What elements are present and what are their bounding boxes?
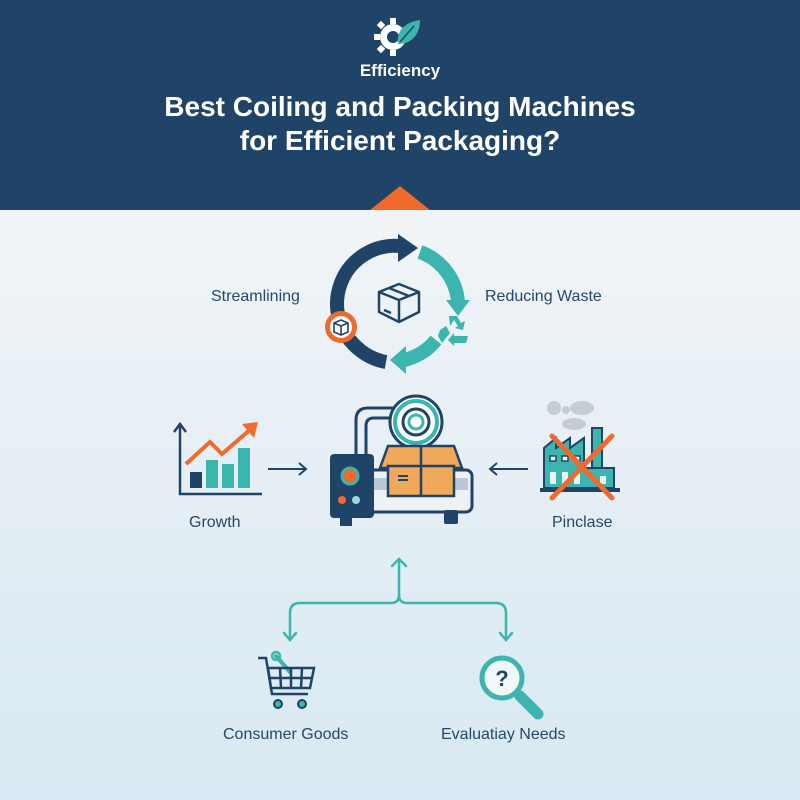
factory-crossed-icon bbox=[540, 401, 620, 501]
arrow-left-icon bbox=[488, 462, 528, 476]
orange-box-badge-icon bbox=[325, 311, 357, 343]
arrow-right-icon bbox=[268, 462, 308, 476]
title-line-1: Best Coiling and Packing Machines bbox=[164, 91, 636, 122]
shopping-cart-icon bbox=[258, 650, 316, 709]
category-tag: Efficiency bbox=[359, 61, 441, 80]
recycle-icon bbox=[438, 316, 468, 346]
pinclase-label: Pinclase bbox=[552, 514, 613, 531]
reducing-waste-label: Reducing Waste bbox=[485, 288, 602, 305]
consumer-goods-label: Consumer Goods bbox=[223, 726, 349, 743]
gear-leaf-icon bbox=[374, 18, 420, 56]
growth-label: Growth bbox=[189, 514, 241, 531]
title-line-2: for Efficient Packaging? bbox=[239, 125, 561, 156]
magnifier-question-icon: ? bbox=[479, 655, 544, 720]
svg-text:?: ? bbox=[495, 666, 508, 691]
page-title: Best Coiling and Packing Machines for Ef… bbox=[0, 90, 800, 158]
streamlining-label: Streamlining bbox=[211, 288, 300, 305]
branch-connector bbox=[282, 557, 514, 642]
box-icon bbox=[377, 282, 421, 324]
header-banner: Efficiency Best Coiling and Packing Mach… bbox=[0, 0, 800, 210]
pointer-triangle bbox=[370, 186, 430, 210]
evaluating-needs-label: Evaluatiay Needs bbox=[441, 726, 566, 743]
packing-machine-icon bbox=[330, 394, 474, 526]
growth-chart-icon bbox=[173, 421, 262, 496]
